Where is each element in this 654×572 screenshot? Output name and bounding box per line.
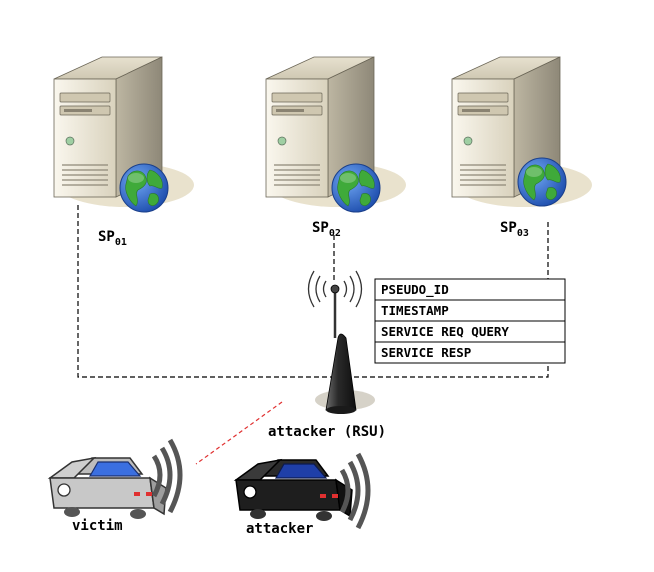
signal-waves-icon	[307, 270, 363, 308]
globe-icon	[119, 163, 169, 213]
attack-link	[195, 401, 283, 465]
car-icon	[47, 456, 167, 519]
server-label: SP	[500, 220, 517, 236]
server-label-sub: 03	[517, 228, 529, 239]
vehicle-label: victim	[72, 518, 123, 534]
table-row: SERVICE REQ QUERY	[381, 324, 509, 339]
server-sp03: SP03	[451, 56, 593, 239]
svg-text:SP01: SP01	[98, 229, 127, 248]
server-label-sub: 02	[329, 228, 341, 239]
server-label: SP	[98, 229, 115, 245]
table-row: TIMESTAMP	[381, 303, 449, 318]
data-table: PSEUDO_ID TIMESTAMP SERVICE REQ QUERY SE…	[374, 278, 566, 364]
server-label: SP	[312, 220, 329, 236]
vehicle-label: attacker	[246, 521, 313, 537]
svg-text:SP03: SP03	[500, 220, 529, 239]
rsu-antenna: attacker (RSU)	[268, 270, 386, 440]
server-sp02: SP02	[265, 56, 407, 239]
car-icon	[233, 458, 353, 521]
svg-text:SP02: SP02	[312, 220, 341, 239]
table-row: SERVICE RESP	[381, 345, 471, 360]
signal-waves-icon	[339, 452, 371, 530]
vehicle-attacker: attacker	[233, 452, 371, 537]
table-row: PSEUDO_ID	[381, 282, 449, 298]
globe-icon	[517, 157, 567, 207]
server-label-sub: 01	[115, 237, 127, 248]
rsu-label: attacker (RSU)	[268, 424, 386, 440]
vehicle-victim: victim	[47, 438, 183, 534]
server-sp01: SP01	[53, 56, 195, 248]
globe-icon	[331, 163, 381, 213]
signal-waves-icon	[151, 438, 183, 514]
